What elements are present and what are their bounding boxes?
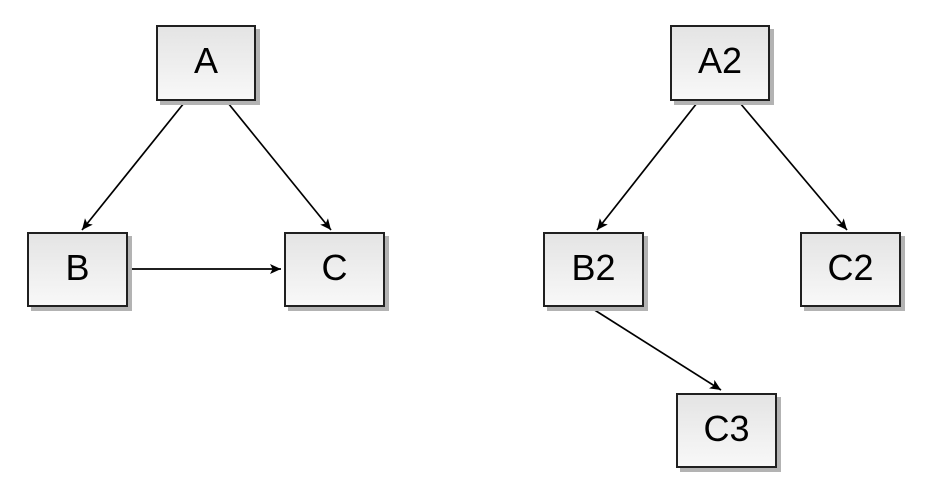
edge-A-C[interactable] — [227, 102, 332, 231]
node-C[interactable]: C — [284, 232, 385, 307]
node-C3[interactable]: C3 — [676, 393, 777, 468]
node-C2[interactable]: C2 — [800, 232, 901, 307]
node-label-B: B — [65, 246, 90, 288]
edge-A2-B2[interactable] — [596, 102, 698, 231]
node-label-B2: B2 — [571, 246, 616, 288]
node-label-C: C — [321, 246, 348, 288]
node-B[interactable]: B — [27, 232, 128, 307]
node-label-A2: A2 — [697, 40, 743, 81]
node-label-A: A — [193, 40, 218, 81]
edge-A-B[interactable] — [81, 102, 185, 231]
node-label-C3: C3 — [703, 407, 750, 449]
node-A[interactable]: A — [156, 25, 256, 101]
node-label-C2: C2 — [827, 246, 874, 288]
edge-A2-C2[interactable] — [739, 102, 848, 231]
node-A2[interactable]: A2 — [670, 25, 770, 101]
edge-B2-C3[interactable] — [592, 308, 722, 391]
node-B2[interactable]: B2 — [543, 232, 644, 307]
